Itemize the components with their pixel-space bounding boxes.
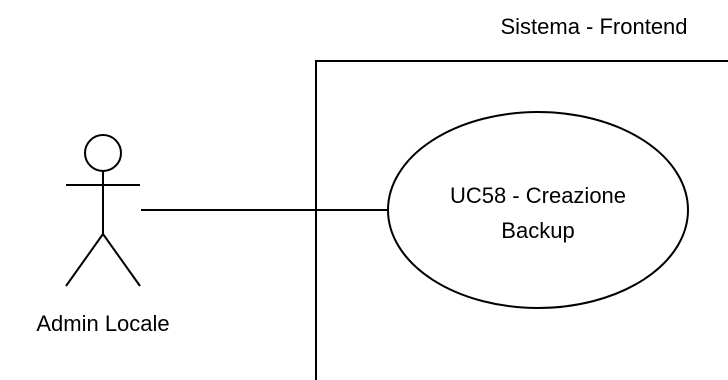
actor-label: Admin Locale (36, 311, 169, 336)
use-case-label-line1: UC58 - Creazione (450, 183, 626, 208)
actor-icon (65, 134, 141, 287)
use-case-label-line2: Backup (501, 218, 574, 243)
system-boundary-title: Sistema - Frontend (500, 14, 687, 39)
use-case-ellipse (387, 111, 689, 309)
system-boundary (315, 60, 728, 380)
